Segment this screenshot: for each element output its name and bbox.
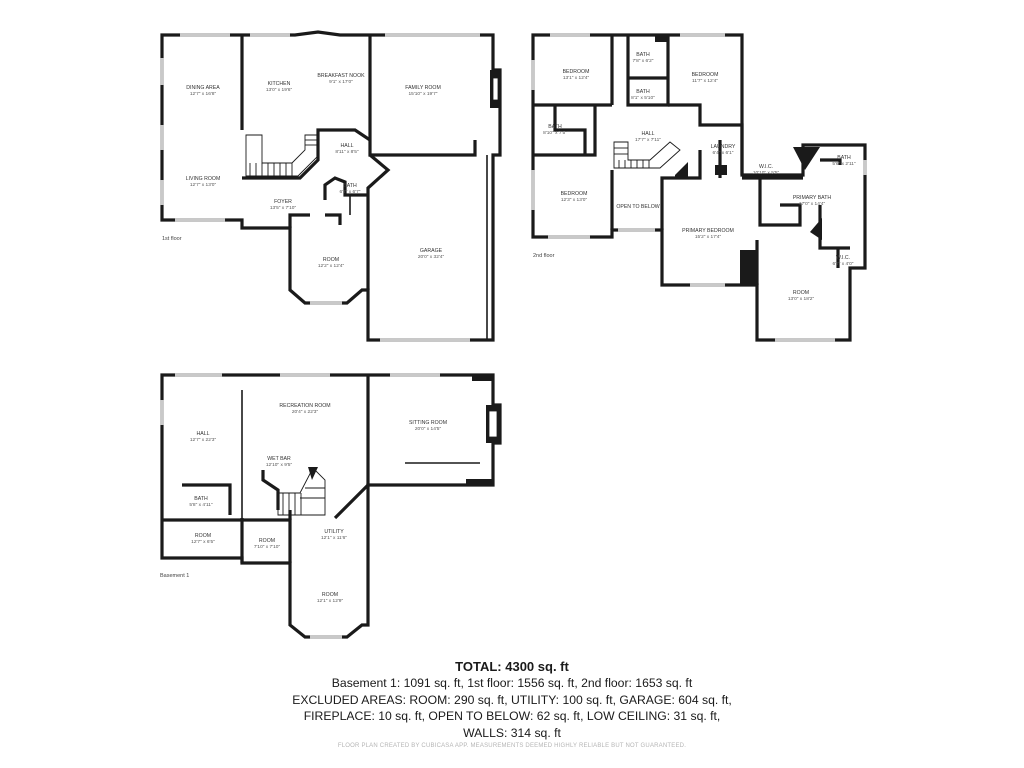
room-name: SITTING ROOM [409, 420, 447, 426]
first-floor-windows [160, 33, 480, 342]
room-dims: 12'2" x 12'4" [318, 263, 345, 269]
room-name: ROOM [322, 592, 338, 598]
room-dims: 8'11" x 8'5" [335, 149, 359, 155]
room-name: BATH [636, 89, 650, 95]
basement-plan: Basement 1 HALL 12'7" x 22'3" RECREATION… [160, 373, 502, 639]
room-dims: 13'1" x 12'4" [563, 75, 590, 81]
basement-windows [160, 373, 440, 639]
floor-label-basement: Basement 1 [160, 573, 189, 579]
room-name: ROOM [195, 533, 211, 539]
room-name: BATH [194, 496, 208, 502]
room-name: PRIMARY BATH [793, 195, 832, 201]
room-name: FAMILY ROOM [405, 85, 441, 91]
first-floor-stairs [245, 134, 319, 177]
room-dims: 12'1" x 12'9" [317, 598, 344, 604]
room-dims: 12'7" x 16'8" [190, 91, 217, 97]
second-floor-outer-walls [531, 33, 867, 342]
room-dims: 8'10" x 7'5" [543, 130, 567, 136]
area-summary: TOTAL: 4300 sq. ft Basement 1: 1091 sq. … [0, 658, 1024, 741]
room-dims: 13'0" x 19'6" [266, 87, 293, 93]
floor-label-2nd: 2nd floor [533, 253, 555, 259]
room-dims: 17'7" x 7'11" [635, 137, 661, 143]
room-name: BATH [636, 52, 650, 58]
room-dims: 12'3" x 13'0" [561, 197, 588, 203]
room-name: W.I.C. [836, 255, 850, 261]
room-dims: 13'5" x 7'10" [270, 205, 297, 211]
room-name: W.I.C. [759, 164, 773, 170]
room-dims: 15'2" x 17'4" [695, 234, 722, 240]
second-floor-windows [531, 33, 867, 342]
room-dims: 6'7" x 6'7" [340, 189, 361, 195]
room-name: ROOM [323, 257, 339, 263]
room-dims: 5'8" x 4'11" [189, 502, 213, 508]
room-name: BREAKFAST NOOK [317, 73, 365, 79]
room-dims: 6'4" x 6'1" [713, 150, 734, 156]
room-dims: 20'0" x 14'5" [415, 426, 442, 432]
room-dims: 11'7" x 12'4" [692, 78, 718, 84]
basement-stairs [277, 467, 326, 516]
second-floor-plan: 2nd floor BEDROOM 13'1" x 12'4" BATH 7'8… [531, 33, 867, 342]
second-floor-stairs [613, 141, 681, 169]
disclaimer-footer: FLOOR PLAN CREATED BY CUBICASA APP. MEAS… [337, 743, 687, 749]
room-dims: 17'0" x 14'4" [799, 201, 826, 207]
room-name: OPEN TO BELOW [616, 204, 659, 210]
excluded-areas-line-2: FIREPLACE: 10 sq. ft, OPEN TO BELOW: 62 … [303, 709, 721, 723]
room-dims: 5'6" x 2'11" [832, 161, 856, 167]
room-name: BEDROOM [692, 72, 719, 78]
room-dims: 6'7" x 4'0" [833, 261, 854, 267]
basement-interior-walls [162, 375, 480, 563]
room-name: BEDROOM [561, 191, 588, 197]
room-dims: 8'1" x 5'10" [631, 95, 655, 101]
room-dims: 7'10" x 7'10" [254, 544, 281, 550]
room-name: HALL [642, 131, 655, 137]
room-dims: 20'4" x 22'3" [292, 409, 319, 415]
room-name: BATH [837, 155, 851, 161]
room-dims: 9'1" x 17'0" [329, 79, 353, 85]
walls-area-line: WALLS: 314 sq. ft [463, 725, 561, 740]
room-dims: 13'0" x 18'2" [788, 296, 815, 302]
room-name: BATH [548, 124, 562, 130]
room-name: HALL [197, 431, 210, 437]
second-floor-solid-blocks [655, 35, 822, 285]
room-name: WET BAR [267, 456, 291, 462]
floor-plan-drawing: 1st floor DINING AREA 12'7" x 16'8" LIVI… [160, 30, 867, 639]
room-name: BEDROOM [563, 69, 590, 75]
room-dims: 10'10" x 5'5" [753, 170, 780, 176]
room-dims: 20'0" x 32'4" [418, 254, 445, 260]
room-dims: 7'8" x 6'2" [633, 58, 654, 64]
room-dims: 12'10" x 9'5" [266, 462, 293, 468]
room-dims: 12'1" x 11'6" [321, 535, 347, 541]
room-name: PRIMARY BEDROOM [682, 228, 734, 234]
room-dims: 15'10" x 19'7" [409, 91, 438, 97]
floor-areas-line: Basement 1: 1091 sq. ft, 1st floor: 1556… [331, 676, 693, 690]
room-dims: 12'7" x 22'3" [190, 437, 217, 443]
basement-fireplace [466, 375, 500, 485]
room-name: GARAGE [420, 248, 443, 254]
room-name: LAUNDRY [711, 144, 736, 150]
first-floor-plan: 1st floor DINING AREA 12'7" x 16'8" LIVI… [160, 30, 502, 342]
room-name: LIVING ROOM [186, 176, 221, 182]
room-dims: 12'7" x 6'5" [191, 539, 215, 545]
room-name: RECREATION ROOM [279, 403, 330, 409]
floor-label-1st: 1st floor [162, 236, 182, 242]
room-name: BATH [343, 183, 357, 189]
room-name: FOYER [274, 199, 292, 205]
total-area: TOTAL: 4300 sq. ft [455, 659, 569, 674]
room-name: KITCHEN [268, 81, 291, 87]
room-dims: 12'7" x 13'0" [190, 182, 217, 188]
room-name: UTILITY [324, 529, 344, 535]
room-name: ROOM [259, 538, 275, 544]
excluded-areas-line: EXCLUDED AREAS: ROOM: 290 sq. ft, UTILIT… [292, 692, 732, 707]
room-name: ROOM [793, 290, 809, 296]
room-name: HALL [341, 143, 354, 149]
room-name: DINING AREA [186, 85, 220, 91]
